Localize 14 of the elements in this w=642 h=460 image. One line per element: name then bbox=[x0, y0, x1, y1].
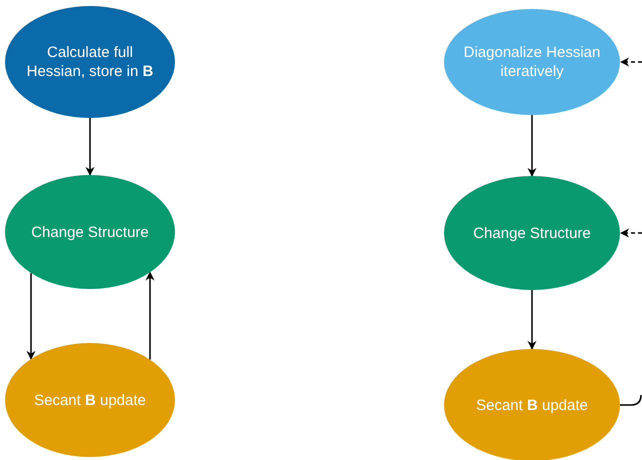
arrow bbox=[86, 118, 94, 176]
arrow bbox=[26, 273, 36, 360]
arrow bbox=[528, 115, 536, 177]
node-label: Diagonalize Hessian iteratively bbox=[462, 43, 602, 81]
arrow bbox=[620, 228, 642, 238]
connector-line bbox=[620, 394, 642, 406]
node-label: Change Structure bbox=[473, 224, 591, 242]
node-label: Secant B update bbox=[476, 396, 588, 414]
arrow bbox=[620, 58, 642, 66]
arrow bbox=[146, 271, 154, 360]
node-label: Calculate full Hessian, store in B bbox=[26, 43, 154, 81]
node-label: Secant B update bbox=[34, 390, 146, 410]
node-label: Change Structure bbox=[31, 222, 149, 242]
arrow bbox=[528, 290, 536, 350]
